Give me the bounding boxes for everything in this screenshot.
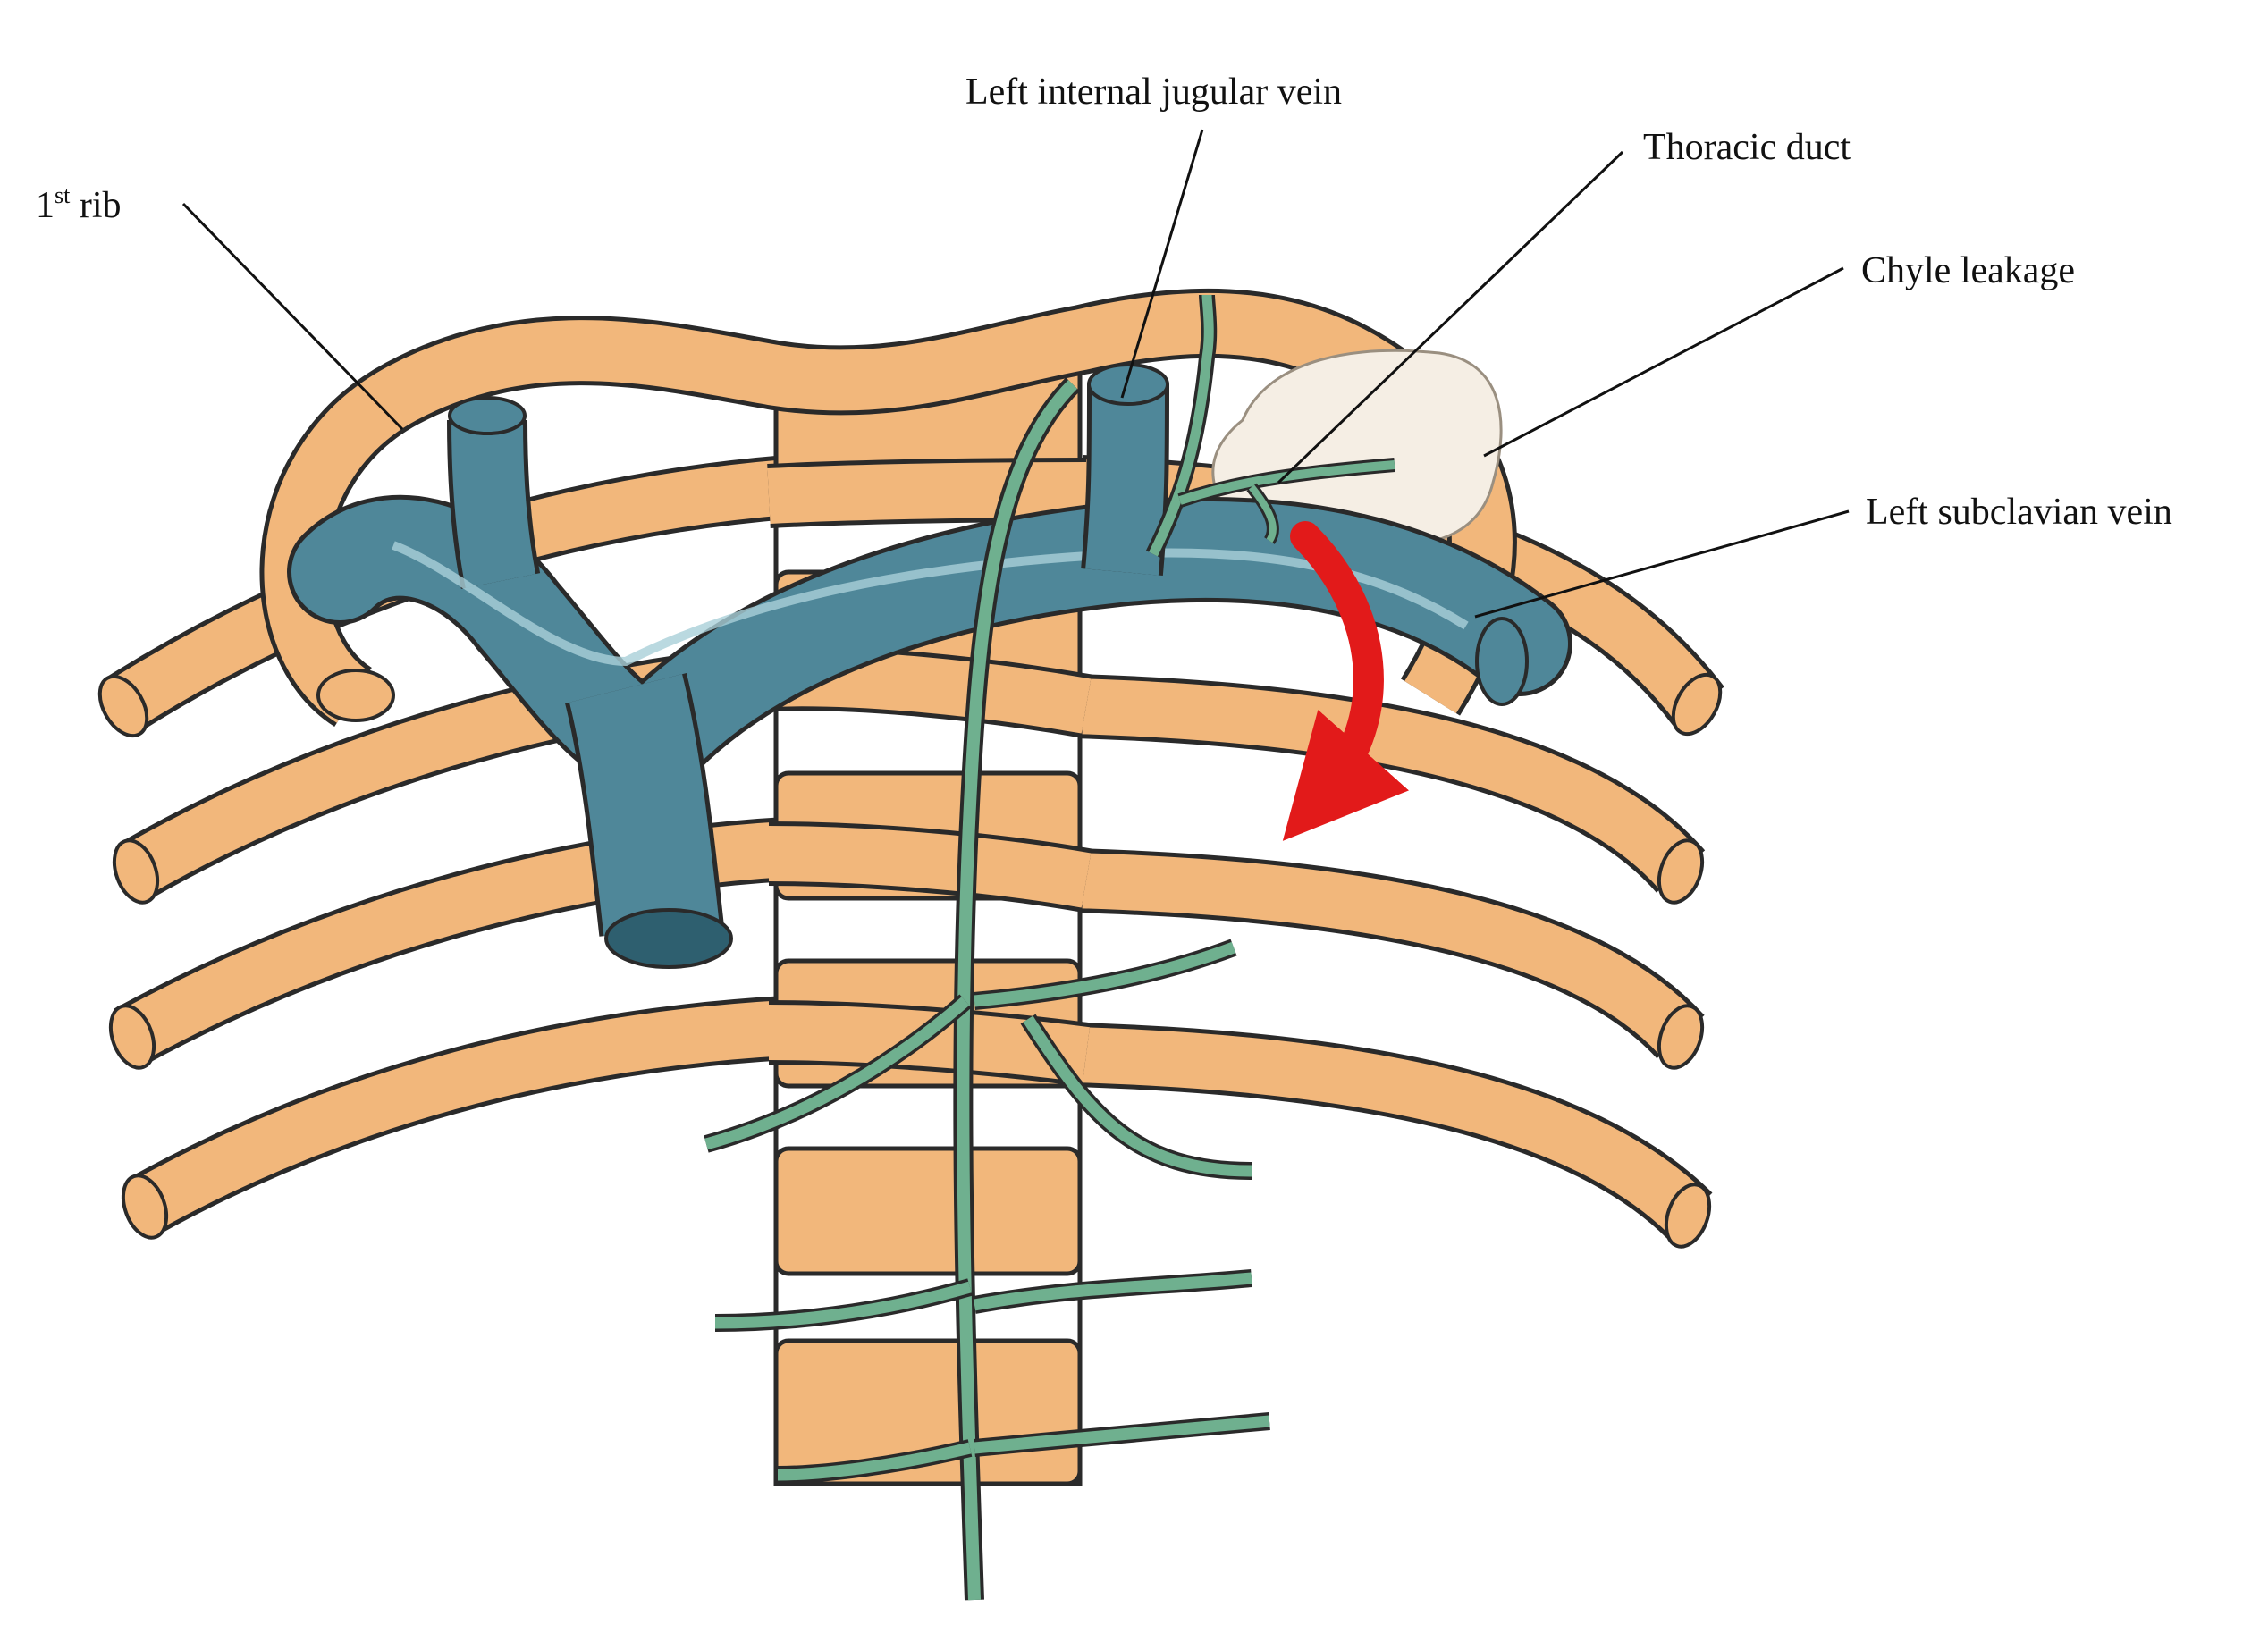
leader-subclavian [1474,509,1850,619]
leader-first-rib [181,202,404,431]
leader-lines [181,129,1850,619]
left-internal-jugular-vein [1081,363,1169,577]
leader-chyle [1483,266,1844,458]
leader-jugular [1120,129,1204,399]
leader-thoracic-duct [1277,150,1624,484]
red-arrow [1282,521,1409,841]
thoracic-duct [704,294,1395,1601]
rib-5-left [121,996,789,1240]
rib-4-right [1071,848,1705,1070]
rib-5-right [1071,1023,1713,1249]
vertebra [773,1146,1083,1276]
rib-3-right [1071,674,1706,905]
